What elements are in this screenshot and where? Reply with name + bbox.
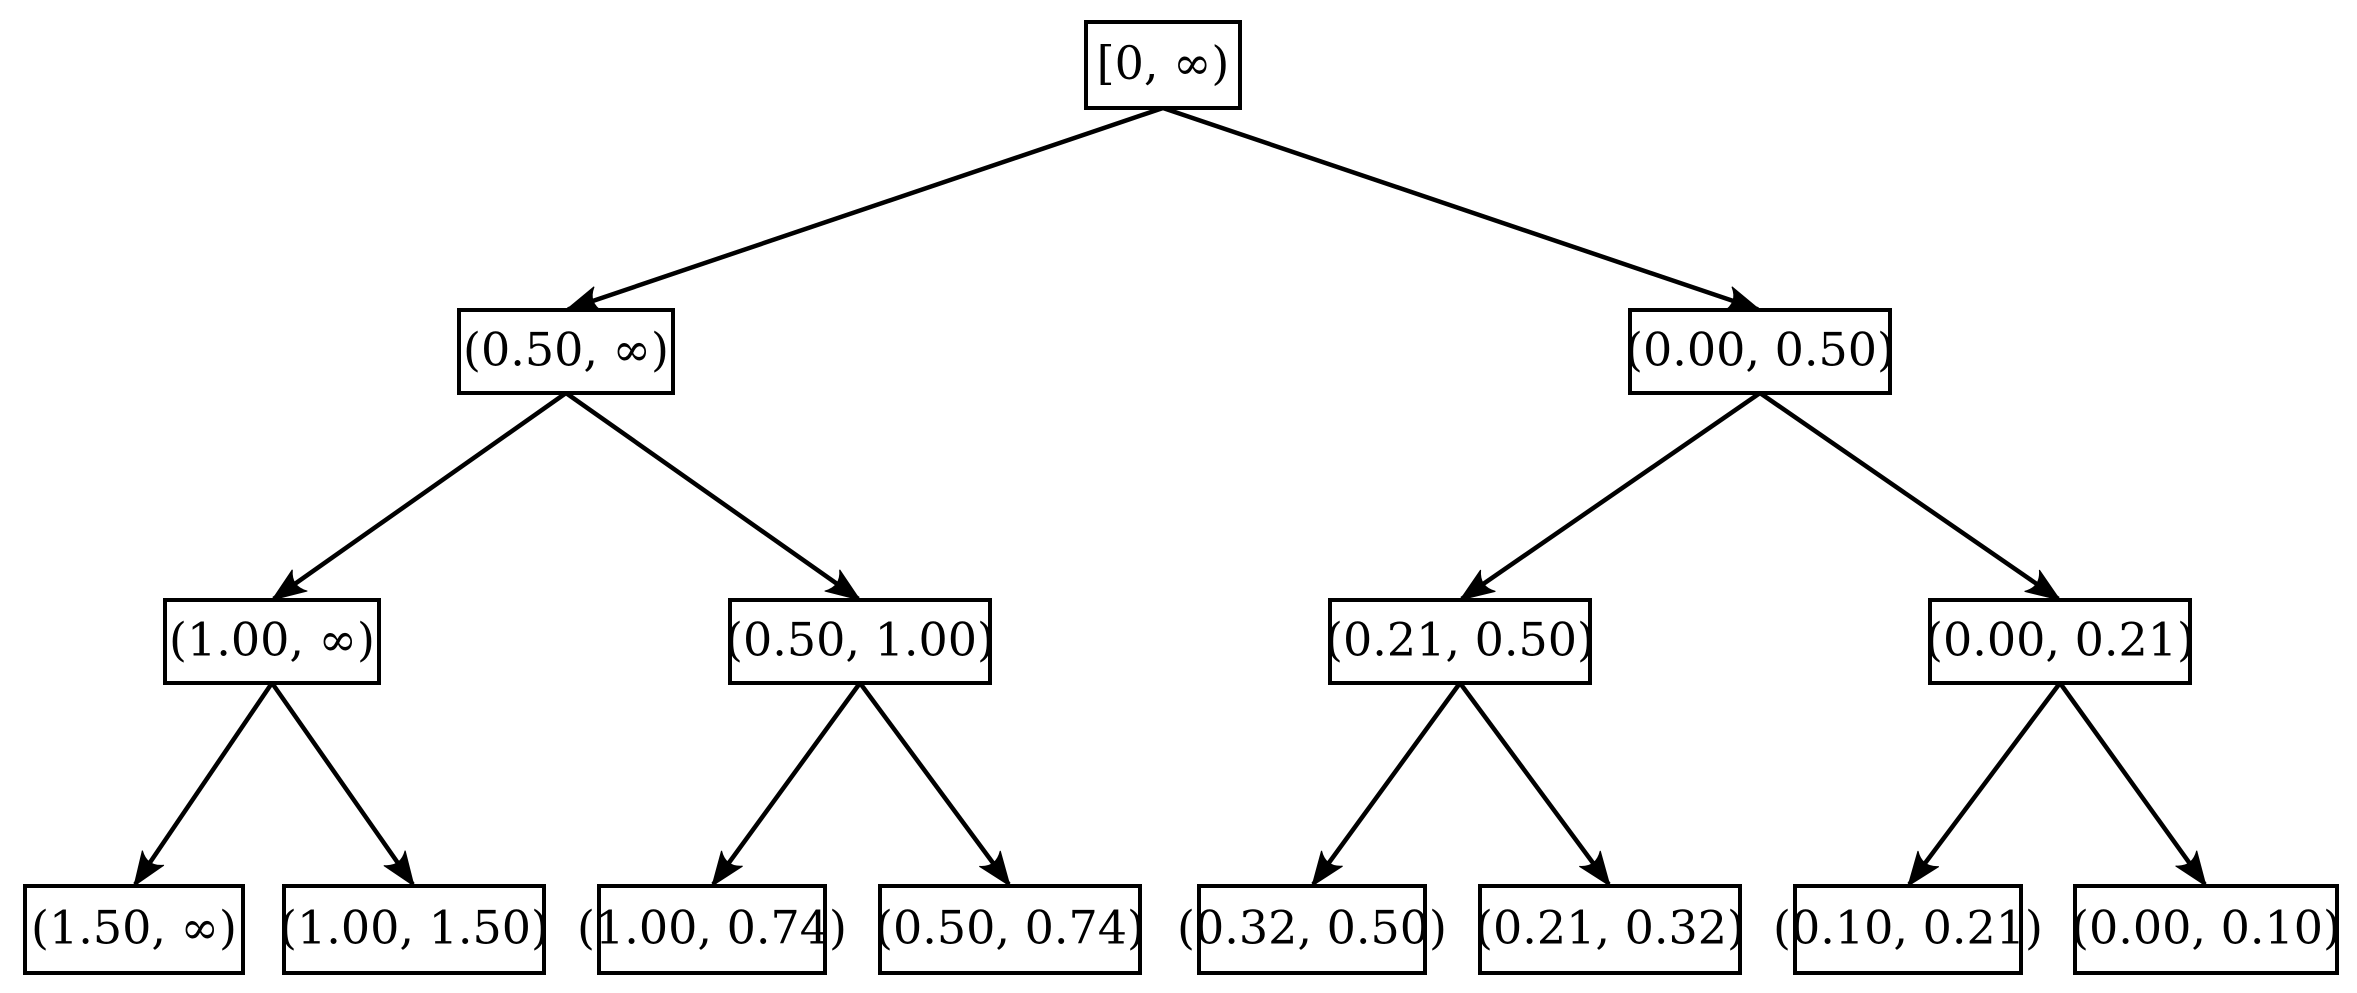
edge-l2c-to-right <box>1458 681 1611 888</box>
edge-line <box>1162 105 1759 312</box>
node-box[interactable] <box>597 884 827 975</box>
node-box[interactable] <box>23 884 245 975</box>
node-label: (1.00, 0.74) <box>577 901 847 955</box>
node-label: (0.00, 0.10) <box>2071 901 2341 955</box>
node-box[interactable] <box>163 598 381 685</box>
node-box[interactable] <box>1628 308 1892 395</box>
edge-line <box>1907 681 2062 886</box>
edge-root-to-left <box>564 105 1164 312</box>
tree-node[interactable]: (1.50, ∞) <box>23 884 245 975</box>
tree-node[interactable]: [0, ∞) <box>1084 20 1242 110</box>
node-box[interactable] <box>1793 884 2023 975</box>
edge-arrowhead <box>1579 850 1611 888</box>
edge-l2c-to-left <box>1311 681 1462 888</box>
edge-l2b-to-left <box>711 681 862 888</box>
edge-arrowhead <box>2024 569 2062 601</box>
edge-line <box>270 681 415 886</box>
node-label: (1.00, ∞) <box>169 613 375 667</box>
edge-root-to-right <box>1162 105 1762 312</box>
edge-line <box>711 681 862 886</box>
edge-arrowhead <box>1907 850 1940 888</box>
node-box[interactable] <box>878 884 1142 975</box>
tree-node[interactable]: (0.10, 0.21) <box>1773 884 2043 975</box>
edge-line <box>564 391 860 601</box>
edge-l1b-to-right <box>1758 391 2062 601</box>
tree-node[interactable]: (0.00, 0.21) <box>1925 598 2195 685</box>
node-label: (0.50, 1.00) <box>725 613 995 667</box>
edge-line <box>858 681 1011 886</box>
edge-line <box>133 681 274 886</box>
edge-arrowhead <box>711 850 743 888</box>
node-label: (0.32, 0.50) <box>1177 901 1447 955</box>
node-box[interactable] <box>2073 884 2339 975</box>
tree-node[interactable]: (0.00, 0.10) <box>2071 884 2341 975</box>
node-box[interactable] <box>1328 598 1592 685</box>
edge-arrowhead <box>824 569 862 601</box>
edge-arrowhead <box>1458 569 1496 601</box>
tree-node[interactable]: (0.00, 0.50) <box>1625 308 1895 395</box>
edge-l2d-to-left <box>1907 681 2062 888</box>
node-label: (0.50, 0.74) <box>875 901 1145 955</box>
node-label: (0.21, 0.50) <box>1325 613 1595 667</box>
tree-node[interactable]: (0.21, 0.50) <box>1325 598 1595 685</box>
edge-l2b-to-right <box>858 681 1011 888</box>
edge-line <box>2058 681 2207 886</box>
node-label: (0.21, 0.32) <box>1475 901 1745 955</box>
edge-arrowhead <box>270 569 308 601</box>
edge-l2a-to-right <box>270 681 415 888</box>
tree-node[interactable]: (1.00, 1.50) <box>279 884 549 975</box>
node-box[interactable] <box>1928 598 2192 685</box>
edge-line <box>1458 681 1611 886</box>
edge-arrowhead <box>383 850 415 888</box>
edge-l2a-to-left <box>133 681 274 888</box>
tree-node[interactable]: (0.50, 1.00) <box>725 598 995 685</box>
edge-arrowhead <box>2175 850 2207 888</box>
edge-line <box>1758 391 2060 601</box>
edge-l1b-to-left <box>1458 391 1762 601</box>
edge-line <box>567 105 1164 312</box>
edge-l1a-to-right <box>564 391 862 601</box>
node-label: (0.00, 0.50) <box>1625 323 1895 377</box>
node-box[interactable] <box>1084 20 1242 110</box>
node-label: (0.10, 0.21) <box>1773 901 2043 955</box>
edges-layer <box>133 105 2207 888</box>
node-label: (0.00, 0.21) <box>1925 613 2195 667</box>
tree-node[interactable]: (1.00, ∞) <box>163 598 381 685</box>
tree-node[interactable]: (0.32, 0.50) <box>1177 884 1447 975</box>
nodes-layer: [0, ∞) (0.50, ∞) (0.00, 0.50) (1.00, ∞) (0.5… <box>23 20 2341 975</box>
edge-arrowhead <box>1311 850 1343 888</box>
node-box[interactable] <box>1478 884 1742 975</box>
node-box[interactable] <box>457 308 675 395</box>
tree-node[interactable]: (0.50, 0.74) <box>875 884 1145 975</box>
edge-line <box>1311 681 1462 886</box>
node-box[interactable] <box>728 598 992 685</box>
edge-line <box>1460 391 1762 601</box>
node-box[interactable] <box>282 884 546 975</box>
node-label: (1.00, 1.50) <box>279 901 549 955</box>
tree-node[interactable]: (0.50, ∞) <box>457 308 675 395</box>
node-label: (1.50, ∞) <box>31 901 237 955</box>
tree-node[interactable]: (1.00, 0.74) <box>577 884 847 975</box>
node-box[interactable] <box>1197 884 1427 975</box>
edge-l1a-to-left <box>270 391 568 601</box>
node-label: (0.50, ∞) <box>463 323 669 377</box>
edge-l2d-to-right <box>2058 681 2207 888</box>
edge-line <box>272 391 568 601</box>
edge-arrowhead <box>133 850 165 888</box>
node-label: [0, ∞) <box>1097 36 1230 90</box>
edge-arrowhead <box>979 850 1011 888</box>
tree-node[interactable]: (0.21, 0.32) <box>1475 884 1745 975</box>
